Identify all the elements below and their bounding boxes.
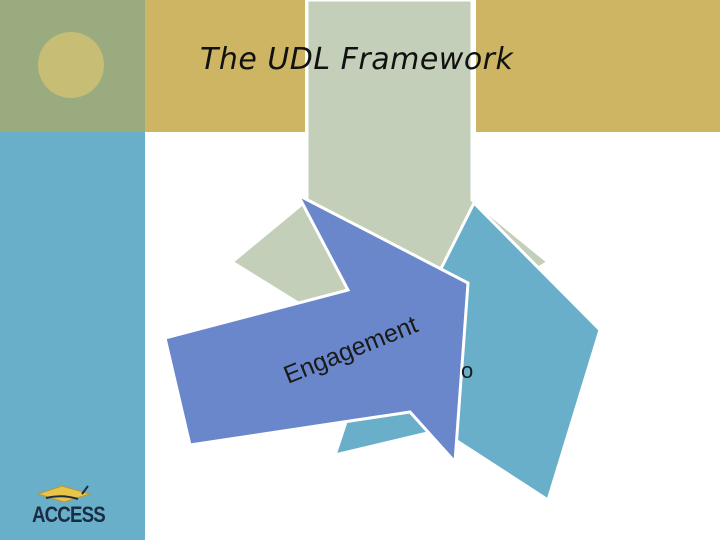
access-logo xyxy=(36,485,92,503)
logo-text: ACCESS xyxy=(32,502,106,527)
blue-arrow xyxy=(163,191,470,466)
teal-sidebar xyxy=(0,132,145,540)
gold-block-right xyxy=(476,0,720,132)
deco-circle xyxy=(38,32,104,98)
gold-block-left xyxy=(145,0,305,132)
hidden-arrow-label-fragment: o xyxy=(461,358,473,383)
page-title: The UDL Framework xyxy=(200,42,514,77)
